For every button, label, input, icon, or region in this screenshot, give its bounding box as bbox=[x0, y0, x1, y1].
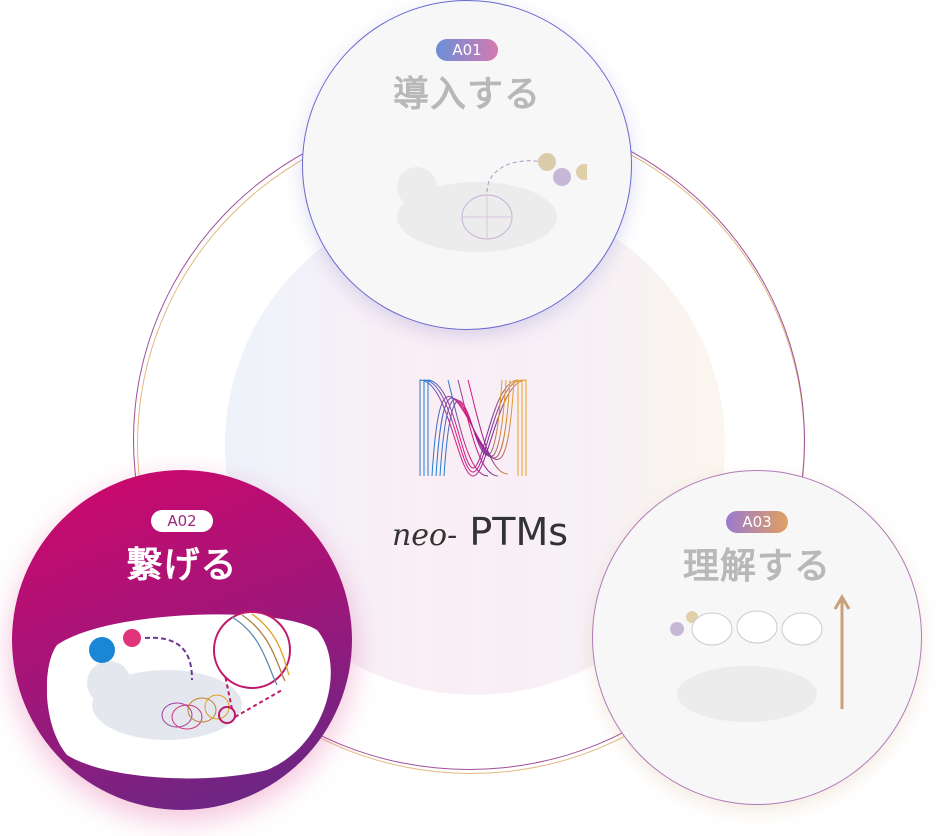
badge-a03: A03 bbox=[726, 511, 788, 533]
mouse-illustration-icon bbox=[397, 153, 592, 252]
title-a01: 導入する bbox=[392, 74, 541, 115]
logo-prefix: neo- bbox=[391, 518, 458, 553]
logo-name: PTMs bbox=[469, 510, 569, 554]
node-a01[interactable]: A01 導入する bbox=[302, 0, 632, 330]
title-a02: 繋げる bbox=[126, 545, 238, 586]
badge-a02: A02 bbox=[151, 510, 213, 532]
logo-text: neo- PTMs bbox=[380, 510, 580, 554]
badge-a01: A01 bbox=[436, 39, 498, 61]
title-a03: 理解する bbox=[682, 546, 831, 587]
node-a03[interactable]: A03 理解する bbox=[592, 470, 922, 805]
understand-illustration-icon bbox=[670, 594, 851, 722]
node-a02[interactable]: A02 繋げる bbox=[12, 470, 352, 810]
neo-ptms-logo-icon bbox=[419, 379, 527, 477]
connect-illustration-icon bbox=[47, 611, 331, 779]
